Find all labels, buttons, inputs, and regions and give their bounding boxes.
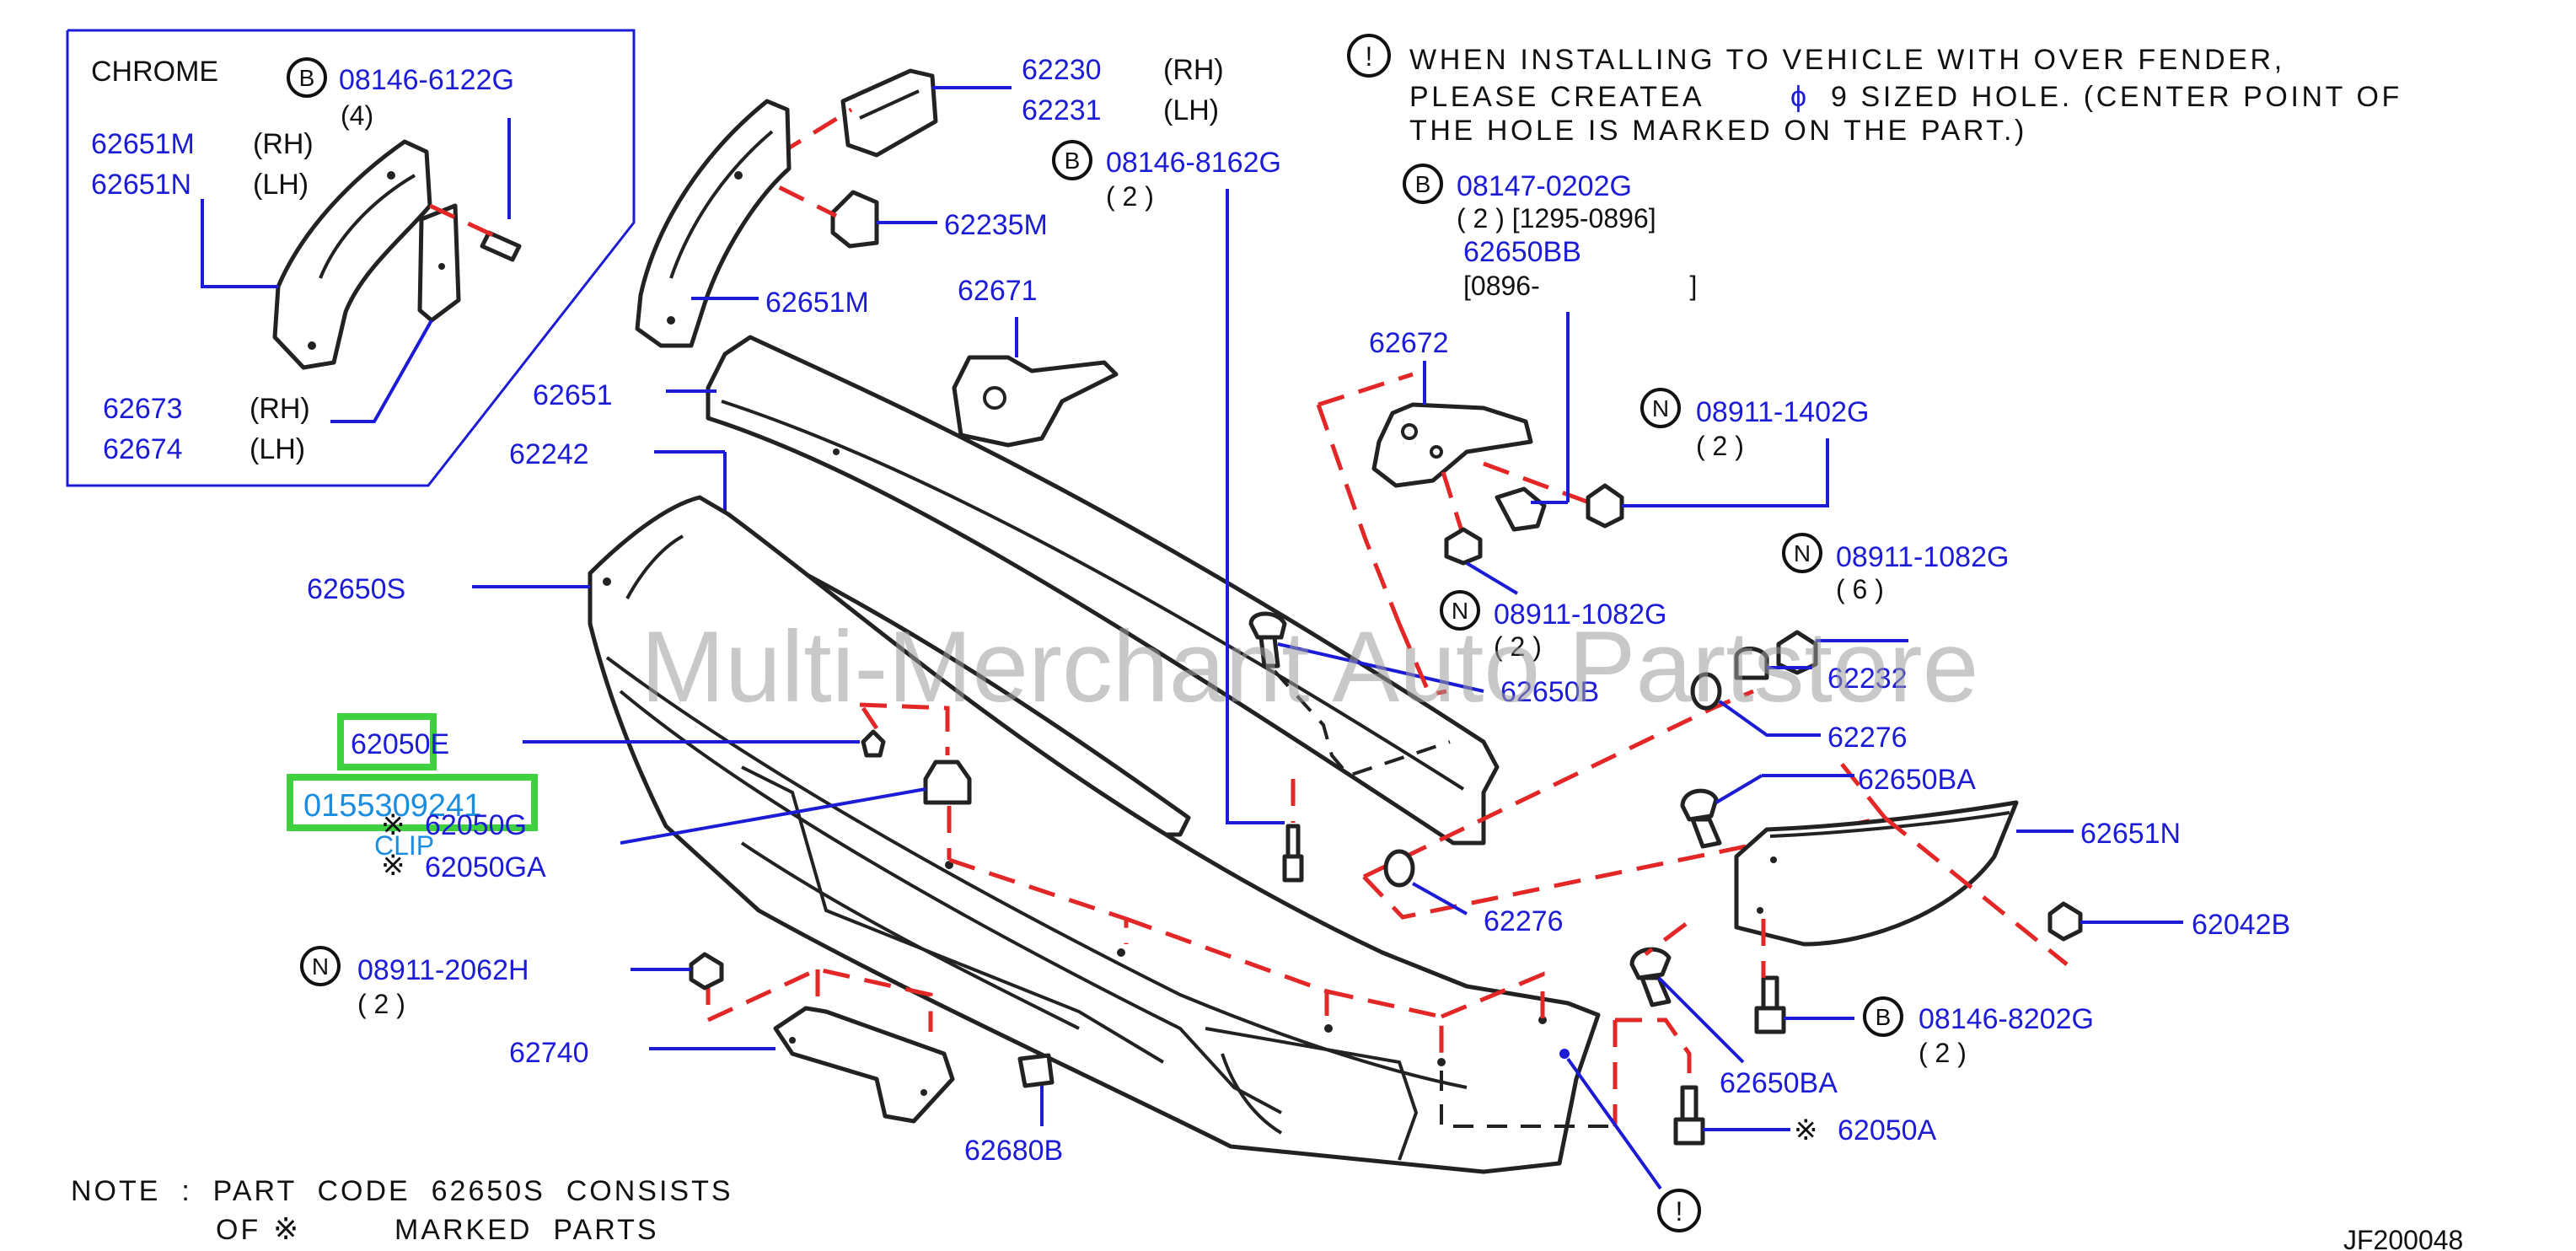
chrome-inset-panel: CHROME B 08146-6122G (4) 62651M (RH) 626… [66,29,636,487]
side-62231: (LH) [1163,94,1219,126]
svg-text:!: ! [1366,41,1373,72]
highlight-box-0155309241 [287,774,538,831]
svg-text:!: ! [1676,1196,1683,1227]
bracket-rh-side: (RH) [250,393,310,425]
part-number-62276-b: 62276 [1484,905,1564,937]
qty-08911-2062H: ( 2 ) [357,989,405,1019]
part-number-08146-6122G: 08146-6122G [339,64,514,96]
bracket-lh-side: (LH) [250,433,305,465]
warning-line-2b: 9 SIZED HOLE. (CENTER POINT OF [1831,81,2402,113]
part-number-62050A: 62050A [1838,1114,1937,1146]
part-number-08147-0202G: 08147-0202G [1457,170,1632,202]
part-number-62650BA-a: 62650BA [1858,764,1976,796]
svg-text:B: B [299,65,315,91]
side-rh-label: (RH) [253,128,314,160]
part-number-62740: 62740 [509,1037,589,1069]
svg-text:N: N [312,953,329,980]
part-number-62680B: 62680B [964,1135,1063,1167]
note-mark-icon: ※ [273,1211,298,1246]
bolt-symbol-icon: B [1863,996,1903,1037]
svg-text:B: B [1415,171,1431,197]
side-62230: (RH) [1163,54,1224,86]
part-number-62230: 62230 [1022,54,1102,86]
part-number-62650BB: 62650BB [1463,236,1581,268]
nut-symbol-icon: N [300,946,341,986]
part-number-08911-2062H: 08911-2062H [357,954,529,986]
part-number-62232: 62232 [1827,663,1908,695]
part-number-62235M: 62235M [944,209,1048,241]
part-number-62651: 62651 [533,379,613,411]
part-number-62231: 62231 [1022,94,1102,126]
bolt-symbol-icon: B [287,57,327,98]
svg-text:N: N [1452,598,1468,624]
part-number-62651M-inset: 62651M [91,128,195,160]
diagram-code: JF200048 [2343,1225,2463,1251]
svg-text:B: B [1065,148,1081,174]
qty-08147-0202G: ( 2 ) [1295-0896] [1457,203,1656,234]
part-number-62672: 62672 [1369,327,1449,359]
qty-08911-1082G-b: ( 2 ) [1494,631,1542,662]
part-number-08911-1402G: 08911-1402G [1696,396,1869,428]
note-line-2b: MARKED PARTS [394,1214,659,1246]
part-number-62650B: 62650B [1500,676,1599,708]
svg-text:N: N [1794,540,1811,566]
callout-labels: 62230 (RH) 62231 (LH) 62235M 62651M 6267… [287,54,2290,1232]
part-number-08146-8162G: 08146-8162G [1106,147,1281,179]
footnote: NOTE : PART CODE 62650S CONSISTS OF ※ MA… [71,1175,733,1246]
clip-label: CLIP [374,830,434,861]
mark-icon-62050A: ※ [1794,1114,1818,1146]
part-number-62650BA-b: 62650BA [1720,1067,1838,1099]
chrome-label: CHROME [91,56,218,88]
watermark: Multi-Merchant Auto Partstore [641,610,1978,723]
part-number-62042B: 62042B [2192,909,2290,941]
part-number-62673: 62673 [103,393,183,425]
svg-text:N: N [1652,395,1669,421]
qty-08146-8162G: ( 2 ) [1106,181,1154,212]
range-62650BB: [0896- ] [1463,271,1697,301]
part-number-62650S: 62650S [307,573,405,605]
part-number-62651M: 62651M [765,287,869,319]
qty-08911-1402G: ( 2 ) [1696,431,1744,461]
nut-symbol-icon: N [1440,590,1480,631]
part-number-62651N: 62651N [2080,818,2181,850]
diameter-symbol: ϕ [1790,81,1806,113]
part-number-08911-1082G-a: 08911-1082G [1836,541,2009,573]
warning-icon: ! [1347,34,1391,78]
bolt-symbol-icon: B [1052,140,1092,180]
qty-08146-8202G: ( 2 ) [1919,1038,1967,1068]
note-line-2a: OF [216,1214,260,1246]
warning-line-3: THE HOLE IS MARKED ON THE PART.) [1409,115,2027,147]
warning-line-2a: PLEASE CREATEA [1409,81,1704,113]
warning-icon: ! [1657,1189,1701,1232]
main-assembly-drawing [472,68,2183,1190]
part-number-08911-1082G-b: 08911-1082G [1494,599,1666,631]
part-number-62276-a: 62276 [1827,722,1908,754]
mark-icon-62050G: ※ [381,809,405,841]
qty-08911-1082G-a: ( 6 ) [1836,574,1884,604]
warning-note: ! WHEN INSTALLING TO VEHICLE WITH OVER F… [1347,34,2402,147]
part-number-62671: 62671 [958,275,1038,307]
svg-text:B: B [1876,1004,1892,1030]
side-lh-label: (LH) [253,169,309,201]
part-number-08146-8202G: 08146-8202G [1919,1003,2094,1035]
bolt-symbol-icon: B [1403,164,1443,204]
part-number-62050G: 62050G [425,809,527,841]
part-number-62242: 62242 [509,438,589,470]
part-number-62651N-inset: 62651N [91,169,191,201]
mark-icon-62050GA: ※ [381,850,405,882]
part-number-0155309241: 0155309241 [303,788,481,824]
part-number-62050E: 62050E [351,728,449,760]
nut-symbol-icon: N [1782,533,1822,573]
bolt-qty: (4) [341,100,373,131]
warning-line-1: WHEN INSTALLING TO VEHICLE WITH OVER FEN… [1409,44,2285,76]
note-line-1: NOTE : PART CODE 62650S CONSISTS [71,1175,733,1207]
part-number-62674: 62674 [103,433,183,465]
nut-symbol-icon: N [1640,388,1681,428]
chrome-corner-drawing [272,139,522,370]
highlight-box-62050E [337,713,437,770]
part-number-62050GA: 62050GA [425,851,546,883]
